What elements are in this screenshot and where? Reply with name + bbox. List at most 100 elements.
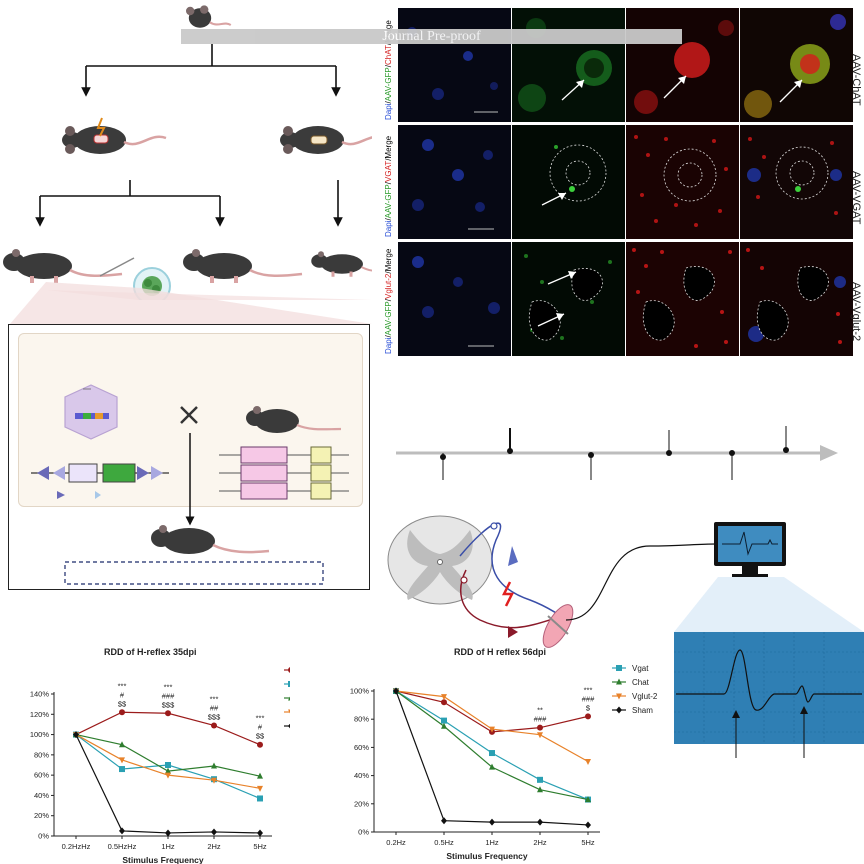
data-point bbox=[119, 741, 125, 748]
micrograph-merge bbox=[740, 125, 853, 239]
micrograph-chat bbox=[626, 8, 739, 122]
data-point bbox=[257, 785, 263, 792]
micrograph-merge bbox=[740, 242, 853, 356]
x-tick-label: 1Hz bbox=[161, 842, 175, 851]
series-line bbox=[395, 690, 589, 826]
micrograph-row-chat: Dapi/AAV-GFP/ChAT/Merge AAV-ChAT bbox=[372, 8, 864, 122]
significance-mark: *** bbox=[164, 682, 173, 691]
x-tick-label: 0.5HzHz bbox=[108, 842, 137, 851]
x-axis-label: Stimulus Frequency bbox=[446, 851, 528, 861]
significance-mark: *** bbox=[118, 681, 127, 690]
construct-label: AAV-Vglut-2 bbox=[850, 282, 862, 342]
grouping-schematic bbox=[1, 5, 372, 300]
significance-mark: # bbox=[258, 723, 263, 732]
micrograph-gfp bbox=[512, 8, 625, 122]
construct-label: AAV-ChAT bbox=[850, 54, 862, 106]
data-point bbox=[537, 786, 543, 793]
x-tick-label: 5Hz bbox=[581, 838, 595, 847]
zoom-funnel bbox=[10, 282, 372, 324]
legend-item: Chat bbox=[284, 696, 290, 701]
significance-mark: *** bbox=[210, 694, 219, 703]
data-point bbox=[585, 713, 591, 720]
x-tick-label: 2Hz bbox=[533, 838, 547, 847]
timeline bbox=[396, 426, 838, 480]
y-tick-label: 60% bbox=[34, 771, 49, 780]
series-sham bbox=[393, 687, 591, 829]
x-axis-label: Stimulus Frequency bbox=[122, 855, 204, 864]
x-tick-label: 0.5Hz bbox=[434, 838, 454, 847]
construct-label: AAV-VGAT bbox=[850, 171, 862, 225]
legend-item: SCI bbox=[284, 667, 290, 673]
legend-label: Vglut-2 bbox=[632, 692, 658, 701]
series-vgat bbox=[393, 688, 591, 803]
y-tick-label: 60% bbox=[354, 743, 369, 752]
legend-marker bbox=[616, 678, 622, 685]
legend-marker bbox=[288, 696, 290, 701]
legend-marker bbox=[288, 723, 290, 729]
y-tick-label: 80% bbox=[34, 750, 49, 759]
data-point bbox=[211, 762, 217, 769]
micrograph-dapi bbox=[398, 8, 511, 122]
data-point bbox=[257, 741, 263, 748]
micrograph-gfp bbox=[512, 125, 625, 239]
data-point bbox=[257, 772, 263, 779]
micrograph-row-vgat: Dapi/AAV-GFP/VGAT/Merge AAV-VGAT bbox=[372, 125, 864, 239]
y-tick-label: 20% bbox=[354, 799, 369, 808]
data-point bbox=[441, 722, 447, 729]
legend-marker bbox=[288, 681, 290, 687]
legend-item: Vgat bbox=[612, 664, 649, 673]
data-point bbox=[537, 818, 543, 826]
micrograph-vglut2 bbox=[626, 242, 739, 356]
data-point bbox=[489, 750, 495, 757]
data-point bbox=[537, 724, 543, 731]
sham-mouse bbox=[278, 124, 372, 156]
legend-item: Vglut-2 bbox=[284, 709, 290, 714]
y-tick-label: 100% bbox=[30, 730, 50, 739]
data-point bbox=[489, 763, 495, 770]
construct-graphic bbox=[31, 384, 349, 585]
legend-label: Sham bbox=[632, 706, 653, 715]
significance-mark: $$ bbox=[118, 699, 127, 708]
y-tick-label: 80% bbox=[354, 715, 369, 724]
significance-mark: $$ bbox=[256, 732, 265, 741]
data-point bbox=[489, 818, 495, 826]
data-point bbox=[489, 726, 495, 733]
data-point bbox=[165, 710, 171, 717]
micrograph-vgat bbox=[626, 125, 739, 239]
legend-item: Chat bbox=[612, 678, 650, 687]
data-point bbox=[441, 817, 447, 825]
preproof-banner: Journal Pre-proof bbox=[181, 29, 682, 44]
data-point bbox=[257, 829, 263, 837]
legend-marker bbox=[616, 706, 622, 714]
x-tick-label: 1Hz bbox=[485, 838, 499, 847]
data-point bbox=[537, 732, 543, 739]
chart-title: RDD of H reflex 56dpi bbox=[454, 647, 547, 657]
data-point bbox=[119, 766, 125, 773]
significance-mark: ### bbox=[534, 715, 547, 724]
series-line bbox=[75, 734, 261, 789]
hreflex-schematic bbox=[387, 515, 864, 758]
data-point bbox=[257, 795, 263, 802]
legend-marker bbox=[288, 709, 290, 714]
y-tick-label: 40% bbox=[34, 791, 49, 800]
y-tick-label: 0% bbox=[358, 828, 369, 837]
y-tick-label: 140% bbox=[30, 690, 50, 699]
data-point bbox=[119, 757, 125, 764]
data-point bbox=[441, 717, 447, 724]
data-point bbox=[585, 796, 591, 803]
legend-marker bbox=[288, 667, 290, 673]
micrograph-row-vglut2: Dapi/AAV-GFP/Vglut-2/Merge AAV-Vglut-2 bbox=[372, 242, 864, 356]
legend-item: Vglut-2 bbox=[612, 692, 658, 701]
x-tick-label: 5Hz bbox=[253, 842, 267, 851]
data-point bbox=[537, 776, 543, 783]
sham-mouse-side bbox=[310, 250, 372, 278]
micrograph-dapi bbox=[398, 242, 511, 356]
significance-mark: ### bbox=[582, 694, 595, 703]
y-tick-label: 120% bbox=[30, 710, 50, 719]
series-vgat bbox=[73, 731, 263, 802]
data-point bbox=[165, 762, 171, 768]
data-point bbox=[165, 772, 171, 779]
y-tick-label: 100% bbox=[350, 687, 370, 696]
